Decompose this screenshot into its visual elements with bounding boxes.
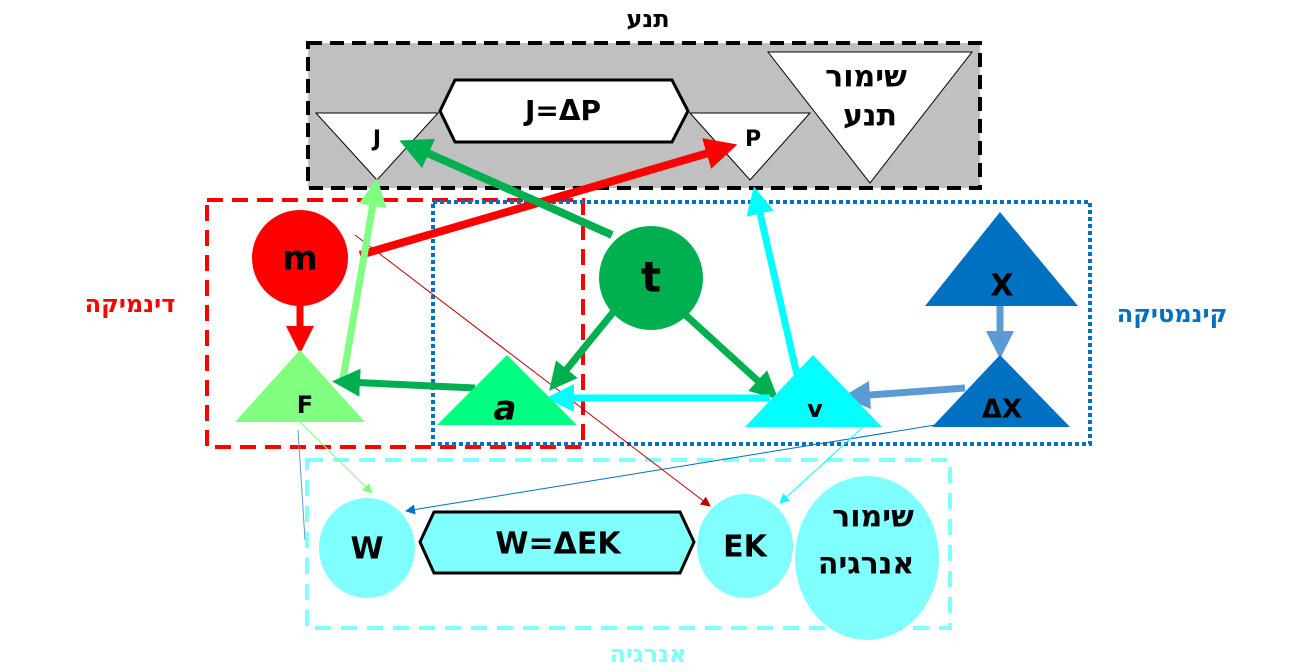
time-to-acceleration-arrow — [549, 307, 618, 391]
velocity-label: v — [807, 395, 823, 423]
force-to-work-arrow — [299, 421, 373, 494]
displacement-to-work-arrow — [405, 424, 936, 515]
dynamics-group-box — [205, 198, 585, 449]
energy-group-title: אנרגיה — [609, 640, 686, 668]
force-label: F — [297, 391, 313, 419]
energy-conservation-node — [795, 476, 939, 640]
mass-label: m — [282, 239, 317, 279]
kinetic-energy-node — [697, 494, 793, 598]
dynamics-group-title: דינמיקה — [85, 290, 176, 318]
energy-group-box — [305, 458, 952, 630]
acceleration-label: a — [494, 389, 517, 429]
velocity-node — [745, 355, 882, 427]
position-label: X — [990, 269, 1013, 304]
velocity-to-momentum-arrow — [746, 186, 801, 376]
velocity-to-kinetic-energy-arrow — [779, 427, 863, 504]
energy-conservation-line2: אנרגיה — [818, 547, 914, 582]
energy-conservation-line1: שימור — [832, 500, 914, 535]
impulse-momentum-equation-label: J=ΔP — [523, 94, 601, 127]
kinetic-energy-label: EK — [723, 530, 768, 565]
force-thin-line — [297, 429, 306, 541]
work-label: W — [350, 532, 383, 567]
momentum-P-label: P — [745, 127, 761, 152]
mass-to-kinetic-energy-arrow — [354, 234, 711, 507]
time-to-impulse-arrow — [399, 138, 614, 239]
mass-node — [252, 210, 348, 306]
momentum-conservation-line1: שימור — [825, 60, 907, 95]
displacement-node — [932, 355, 1070, 427]
momentum-group-title: תנע — [626, 5, 669, 33]
kinematics-group-box — [431, 200, 1092, 446]
impulse-momentum-equation — [438, 78, 690, 144]
work-node — [319, 498, 415, 598]
time-label: t — [641, 253, 661, 302]
impulse-J-label: J — [371, 127, 381, 152]
force-node — [235, 350, 365, 422]
acceleration-node — [437, 355, 577, 425]
momentum-conservation-node — [766, 51, 974, 184]
work-energy-equation-label: W=ΔEK — [495, 527, 622, 562]
displacement-to-velocity-arrow — [842, 381, 966, 409]
momentum-conservation-line2: תנע — [843, 99, 897, 134]
work-energy-equation — [418, 510, 696, 575]
time-to-velocity-arrow — [677, 307, 779, 400]
time-node — [599, 226, 703, 330]
kinematics-group-title: קינמטיקה — [1117, 300, 1228, 328]
acceleration-to-force-arrow — [332, 368, 476, 397]
displacement-label: ΔX — [982, 395, 1022, 425]
position-node — [925, 212, 1078, 306]
force-to-impulse-arrow — [338, 178, 387, 386]
